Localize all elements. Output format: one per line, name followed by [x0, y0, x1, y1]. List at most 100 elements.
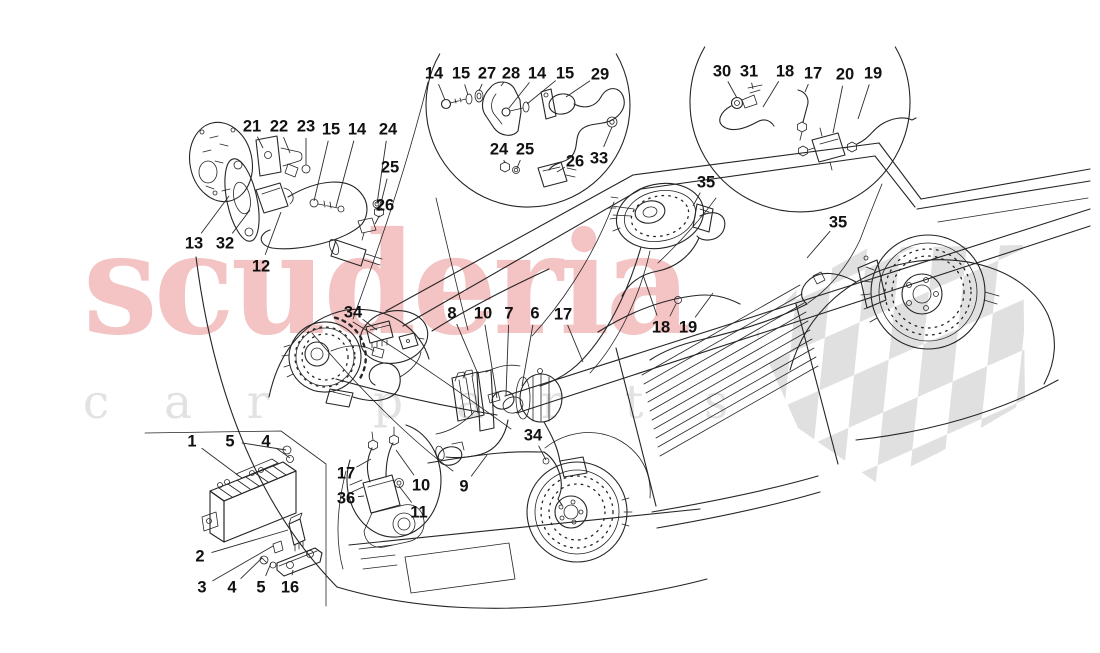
part-number-callout: 19: [864, 65, 882, 83]
part-number-callout: 35: [829, 214, 847, 232]
sensor-relay-parts: [365, 320, 425, 350]
callout-leader-line: [727, 81, 738, 99]
callout-leader-line: [521, 324, 534, 387]
part-number-callout: 12: [252, 258, 270, 276]
part-number-callout: 26: [376, 197, 394, 215]
checkered-flag-watermark: [756, 245, 1025, 483]
part-number-callout: 18: [652, 319, 670, 337]
part-number-callout: 10: [474, 305, 492, 323]
part-number-callout: 11: [410, 504, 427, 522]
part-number-callout: 14: [528, 65, 547, 83]
callout-leader-line: [832, 85, 844, 134]
callout-leader-line: [398, 485, 413, 503]
part-number-callout: 2: [195, 548, 204, 566]
callout-leader-line: [376, 140, 387, 205]
callout-leader-line: [508, 82, 530, 109]
part-number-callout: 17: [554, 306, 572, 324]
front-left-brake-disc: [281, 315, 422, 408]
pump-bubble: [346, 424, 442, 538]
callout-leader-line: [313, 140, 329, 202]
part-number-callout: 15: [452, 65, 470, 83]
callout-leader-line: [538, 445, 547, 461]
callout-leader-line: [256, 136, 264, 149]
part-number-callout: 5: [225, 433, 234, 451]
part-number-callout: 17: [337, 465, 355, 483]
watermark-letter: p: [373, 375, 403, 430]
callout-leader-line: [356, 458, 372, 468]
part-number-callout: 36: [337, 490, 355, 508]
callout-leader-line: [526, 80, 556, 105]
part-number-callout: 10: [412, 477, 430, 495]
part-number-callout: 29: [591, 66, 609, 84]
callout-leader-line: [556, 166, 565, 173]
callout-leader-line: [438, 83, 446, 101]
callout-leader-line: [275, 447, 291, 459]
part-number-callout: 24: [379, 121, 398, 139]
part-number-callout: 32: [216, 235, 234, 253]
rear-left-brake-disc: [607, 182, 726, 297]
callout-leader-line: [395, 449, 415, 476]
front-right-brake-disc: [526, 456, 633, 563]
part-number-callout: 14: [348, 121, 367, 139]
callout-leader-line: [265, 562, 272, 577]
part-number-callout: 34: [524, 427, 543, 445]
checkered-flag-shape: [756, 245, 1025, 483]
part-number-callout: 16: [281, 579, 299, 597]
callout-leader-line: [694, 292, 714, 318]
part-number-callout: 15: [322, 121, 340, 139]
callout-leader-line: [200, 195, 230, 234]
callout-leader-line: [201, 447, 240, 477]
part-number-callout: 35: [697, 174, 715, 192]
part-number-callout: 8: [447, 305, 456, 323]
abs-hydraulic-unit: [435, 368, 563, 466]
top-middle-bubble: [425, 53, 631, 208]
part-number-callout: 18: [776, 63, 794, 81]
callout-leader-line: [362, 318, 378, 331]
callout-leader-line: [762, 81, 780, 108]
part-number-callout: 4: [261, 433, 271, 451]
callout-leader-line: [603, 126, 613, 148]
detail-bubbles: [144, 46, 911, 607]
callout-leader-line: [505, 324, 510, 396]
part-number-callout: 6: [530, 305, 539, 323]
callout-leader-line: [567, 324, 584, 363]
part-number-callout: 24: [490, 141, 509, 159]
callout-leader-line: [484, 324, 498, 399]
part-number-callout: 34: [344, 304, 363, 322]
callout-leader-line: [212, 545, 274, 582]
part-number-callout: 3: [197, 579, 206, 597]
part-number-callout: 26: [566, 153, 584, 171]
callout-leader-line: [642, 274, 658, 316]
car-line-art: [144, 46, 1091, 609]
part-number-callout: 23: [297, 118, 315, 136]
callout-leader-line: [335, 140, 355, 208]
callout-leader-line: [378, 178, 388, 212]
part-number-callout: 4: [227, 579, 237, 597]
callout-leader-line: [692, 192, 701, 207]
part-number-callout: 28: [502, 65, 520, 83]
part-number-callout: 27: [478, 65, 496, 83]
part-number-callout: 19: [679, 319, 697, 337]
callout-leader-line: [291, 569, 294, 576]
callout-leader-line: [503, 159, 506, 164]
relay-bubble: [359, 310, 429, 364]
part-number-callout: 22: [270, 118, 288, 136]
callout-leader-line: [500, 82, 505, 87]
callout-leader-line: [240, 557, 263, 579]
callout-leader-line: [283, 136, 291, 154]
callout-leader-line: [211, 529, 289, 554]
part-number-callout: 33: [590, 150, 608, 168]
callout-leader-line: [857, 84, 870, 120]
watermark-letter: r: [247, 375, 270, 430]
part-number-callout: 14: [425, 65, 444, 83]
inset-border: [144, 430, 327, 607]
callout-leader-line: [565, 80, 591, 98]
brake-union-parts: [719, 84, 917, 171]
part-number-callout: 25: [516, 141, 534, 159]
watermark-letter: r: [541, 375, 564, 430]
